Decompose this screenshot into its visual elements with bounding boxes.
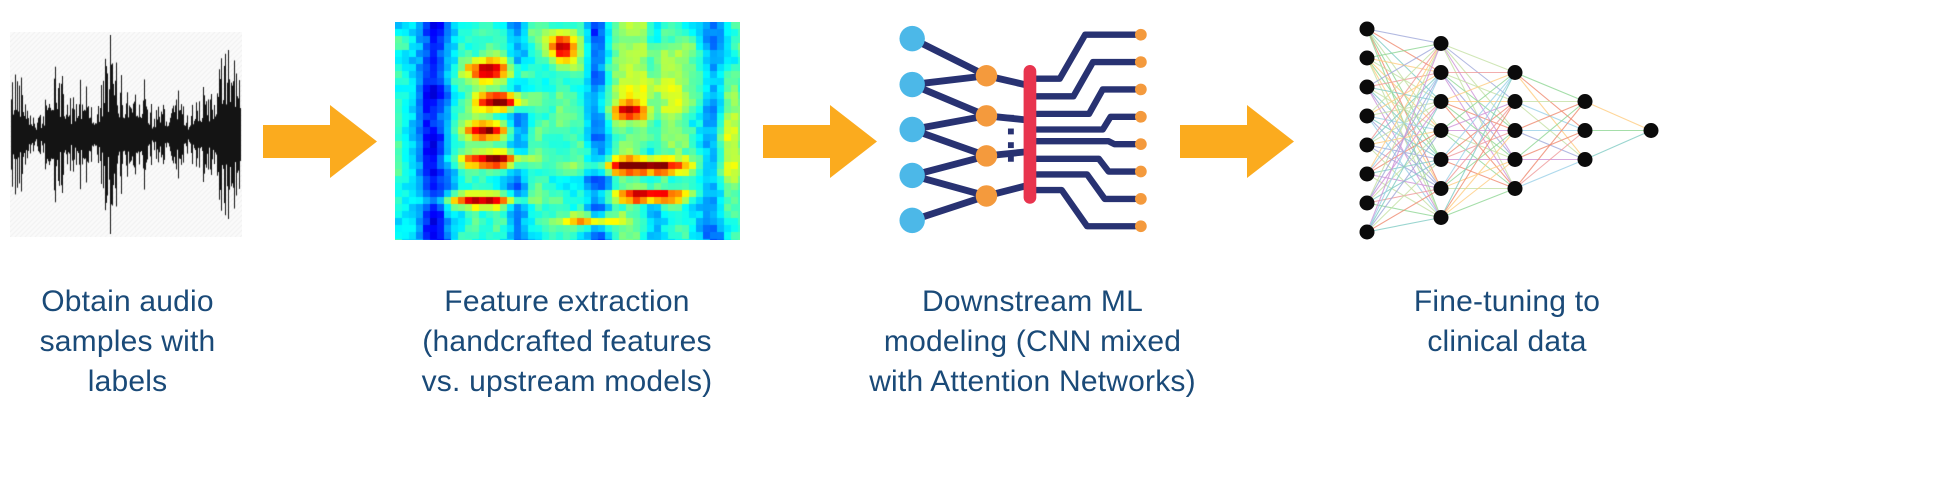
dotted-separator xyxy=(1007,114,1014,162)
step-caption: Obtain audio samples with labels xyxy=(39,285,216,398)
spectrogram-icon xyxy=(395,22,740,240)
audio-waveform-icon xyxy=(10,32,242,237)
output-wires xyxy=(1033,31,1139,230)
attention-bar xyxy=(1023,65,1037,204)
output-nodes xyxy=(1135,28,1147,233)
flow-arrow-icon xyxy=(263,105,377,178)
step-caption: Fine-tuning to clinical data xyxy=(1413,285,1601,358)
hidden-nodes xyxy=(975,65,998,207)
step-caption: Feature extraction (handcrafted features… xyxy=(421,285,713,398)
audio-waveform-image xyxy=(10,32,242,242)
flow-arrow-icon xyxy=(763,105,877,178)
attention-network-icon xyxy=(899,25,1147,234)
fully-connected-network-icon xyxy=(1359,21,1659,240)
flow-arrow-icon xyxy=(1180,105,1294,178)
input-nodes xyxy=(899,25,925,234)
input-wires xyxy=(908,35,1028,224)
step-caption: Downstream ML modeling (CNN mixed with A… xyxy=(869,285,1196,398)
